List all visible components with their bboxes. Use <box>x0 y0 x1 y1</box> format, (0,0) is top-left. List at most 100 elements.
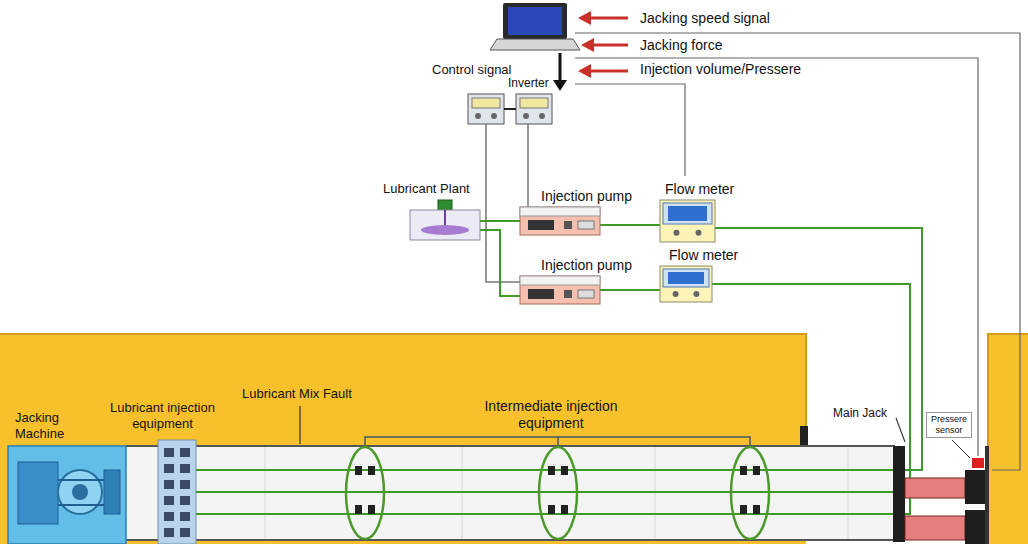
ring-nozzle <box>368 466 375 475</box>
inverter-unit <box>468 94 504 124</box>
injection-nozzle <box>164 512 174 521</box>
meter-knob <box>674 230 680 236</box>
device-label: Injection pump <box>541 257 621 273</box>
ring-nozzle <box>561 466 568 475</box>
jack-plate <box>965 470 985 504</box>
meter-icon <box>660 266 712 302</box>
leader-line <box>896 418 905 442</box>
leader-line <box>299 406 300 444</box>
inverter-knob <box>523 113 529 119</box>
lubricant-pipes <box>196 228 922 514</box>
plant-tank <box>410 210 480 240</box>
pump-part <box>564 290 572 298</box>
ring-nozzle <box>740 466 747 475</box>
ring-nozzle <box>368 505 375 514</box>
ground-surface <box>0 333 806 335</box>
inverter-knob <box>475 113 481 119</box>
part-label: Lubricant injection equipment <box>95 400 230 431</box>
device-label: Lubricant Plant <box>383 182 453 197</box>
signal-arrows <box>578 11 628 78</box>
ground-surface <box>988 333 1028 335</box>
machine-part <box>18 462 58 524</box>
device-label: Flow meter <box>665 181 720 197</box>
jacking-machine <box>8 446 126 544</box>
shaft-wall <box>987 333 989 446</box>
reaction-wall <box>985 446 989 544</box>
meter-device: Flow meter <box>660 200 715 242</box>
laptop-screen <box>508 7 562 35</box>
pump-icon <box>520 276 600 304</box>
inverter-knob <box>491 113 497 119</box>
meter-knob <box>673 291 679 297</box>
signal-label: Jacking force <box>640 37 722 54</box>
inverter-device: Inverter <box>468 94 552 124</box>
signal-arrow <box>588 17 628 20</box>
pump-device: Injection pump <box>520 276 600 304</box>
pressure-sensor <box>972 458 984 468</box>
laptop <box>490 3 580 50</box>
ring-nozzle <box>548 505 555 514</box>
lubricant-pipe <box>196 491 910 493</box>
pump-body <box>520 276 600 304</box>
control-wire <box>486 124 520 282</box>
part-label: Lubricant Mix Fault <box>242 386 352 402</box>
meter-panel <box>663 269 709 287</box>
pump-icon <box>520 207 600 235</box>
meter-device: Flow meter <box>660 266 712 302</box>
jack-collar <box>893 446 905 542</box>
ring-nozzle <box>355 466 362 475</box>
jack-cylinder <box>905 478 965 498</box>
ring-nozzle <box>753 466 760 475</box>
signal-wire <box>575 84 685 176</box>
lubricant-pipe <box>196 284 910 514</box>
ground-soil <box>988 333 1028 544</box>
bracket <box>365 437 750 445</box>
signal-label: Jacking speed signal <box>640 10 770 27</box>
laptop-keyboard <box>490 39 580 50</box>
ring-nozzle <box>561 505 568 514</box>
arrowhead <box>578 64 591 78</box>
leader-line <box>952 440 970 458</box>
shaft-wall-edge <box>800 426 808 446</box>
injection-nozzle <box>180 464 190 473</box>
lubricant-pipe <box>600 289 660 291</box>
machine-part <box>72 484 88 500</box>
label-anchor: Main Jack <box>833 406 887 420</box>
ring-nozzle <box>548 466 555 475</box>
meter-body <box>660 266 712 302</box>
label-anchor: Jacking force <box>640 37 722 54</box>
meter-knob <box>693 291 699 297</box>
lubricant-pipe <box>480 230 520 296</box>
injection-nozzle <box>164 448 174 457</box>
plant-motor <box>438 200 452 210</box>
machine-part <box>58 470 102 514</box>
signal-label: Control signal <box>432 62 512 78</box>
shaft-wall <box>805 333 807 426</box>
machine-part <box>58 479 104 481</box>
main-jack <box>893 446 989 544</box>
signal-label: Injection volume/Pressere <box>640 61 801 78</box>
injection-nozzle <box>180 528 190 537</box>
pump-part <box>564 221 572 229</box>
signal-arrow <box>588 70 628 73</box>
pump-top <box>520 207 600 216</box>
signal-wire <box>575 33 1020 470</box>
signal-wire <box>575 58 978 456</box>
machine-part <box>58 504 104 506</box>
inverter-display <box>520 98 548 108</box>
arrowhead <box>581 38 594 52</box>
label-anchor: Injection volume/Pressere <box>640 61 801 78</box>
part-label: Main Jack <box>833 406 887 420</box>
intermediate-rings <box>346 437 769 539</box>
meter-knob <box>696 230 702 236</box>
part-label: Intermediate injection equipment <box>455 398 647 432</box>
pump-body <box>520 207 600 235</box>
injection-unit <box>158 440 196 544</box>
injection-unit-body <box>158 440 196 544</box>
injection-nozzle <box>180 496 190 505</box>
pump-device: Injection pump <box>520 207 600 235</box>
ring-nozzle <box>355 505 362 514</box>
label-anchor: Lubricant Mix Fault <box>242 386 352 402</box>
meter-panel <box>663 203 712 224</box>
